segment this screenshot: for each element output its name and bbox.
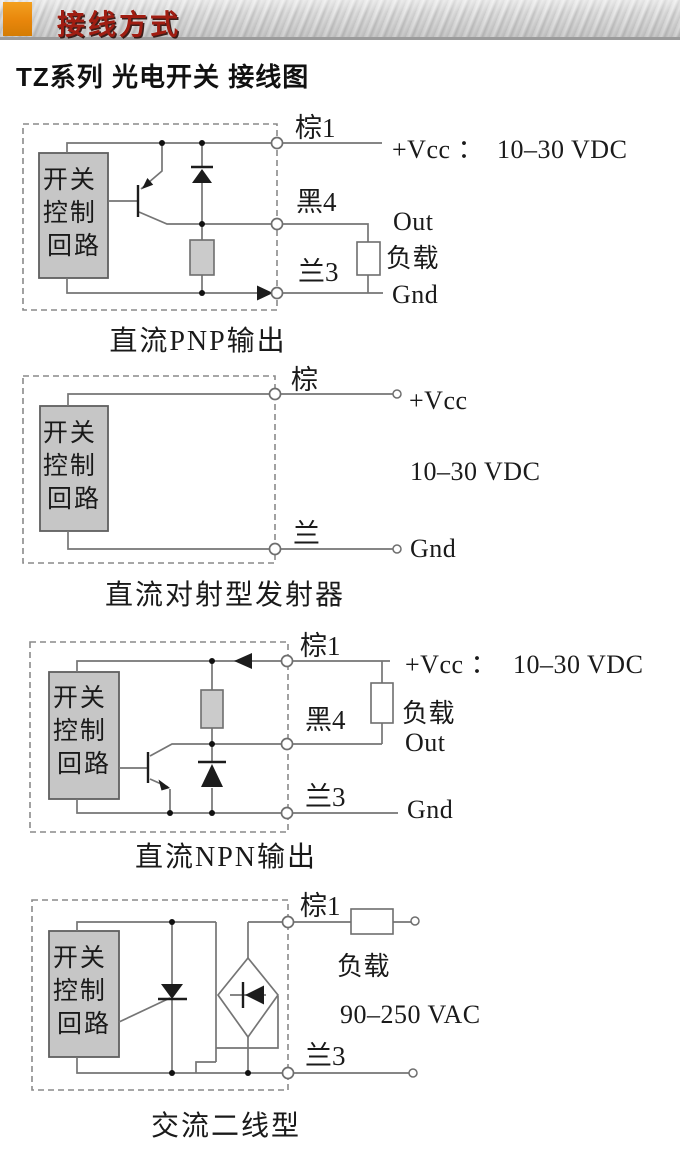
diode-triangle xyxy=(201,764,223,787)
control-box-label: 开关 控制 回路 xyxy=(43,419,105,513)
wire-label-blue: 兰3 xyxy=(298,257,339,287)
voltage-range-label: 10–30 VDC xyxy=(497,135,627,164)
junction-dots xyxy=(167,658,215,816)
load-resistor xyxy=(350,908,394,935)
wire-label-blue: 兰3 xyxy=(305,782,346,812)
load-resistor xyxy=(356,241,381,276)
switch-control-circuit-box xyxy=(38,152,109,279)
switch-control-circuit-box xyxy=(39,405,109,532)
bridge-rectifier-diamond xyxy=(216,956,280,1039)
vcc-label: +Vcc xyxy=(409,386,468,415)
terminal-circles xyxy=(281,915,295,1080)
wire-end-circles xyxy=(392,389,402,554)
diagram-caption: 直流PNP输出 xyxy=(109,325,286,357)
diagram-dc-through-beam-emitter: 开关 控制 回路 棕 兰 +Vcc 10–30 VDC Gnd 直流对射型发射器 xyxy=(22,365,540,611)
wire-label-black: 黑4 xyxy=(305,705,346,735)
supply-line-arrow xyxy=(234,653,252,669)
voltage-range-label: 10–30 VDC xyxy=(513,650,643,679)
scr-thyristor-triangle xyxy=(161,984,183,999)
terminal-circles xyxy=(280,654,294,820)
wire-label-brown: 棕1 xyxy=(295,113,336,143)
wire-label-brown: 棕1 xyxy=(300,631,341,661)
gnd-line-arrow xyxy=(257,285,273,301)
wire-label-blue: 兰3 xyxy=(305,1041,346,1071)
load-label: 负载 xyxy=(402,699,455,728)
voltage-range-label: 90–250 VAC xyxy=(340,1000,481,1029)
diagram-ac-two-wire: 开关 控制 回路 棕1 兰3 负载 9 xyxy=(31,891,481,1142)
circuit-wires xyxy=(67,393,393,550)
page-title: 接线方式 xyxy=(57,9,182,40)
diagram-subtitle: TZ系列 光电开关 接线图 xyxy=(16,62,310,92)
circuit-wires xyxy=(76,921,411,1074)
header-accent-block xyxy=(3,2,32,36)
diagram-caption: 直流NPN输出 xyxy=(135,841,317,873)
diagram-caption: 交流二线型 xyxy=(151,1110,301,1142)
control-box-label: 开关 控制 回路 xyxy=(53,944,115,1038)
junction-dots xyxy=(159,140,205,296)
gnd-label: Gnd xyxy=(410,534,456,563)
wire-end-circles xyxy=(408,916,420,1078)
vcc-label: +Vcc ： xyxy=(405,650,497,679)
load-resistor xyxy=(370,682,394,724)
control-box-label: 开关 控制 回路 xyxy=(43,166,105,260)
pnp-emitter-arrow xyxy=(142,178,154,189)
out-label: Out xyxy=(393,207,434,236)
circuit-wires xyxy=(66,142,383,294)
internal-resistor xyxy=(200,689,224,729)
voltage-range-label: 10–30 VDC xyxy=(410,457,540,486)
terminal-circles xyxy=(270,136,284,300)
load-label: 负载 xyxy=(337,952,390,981)
vcc-label: +Vcc ： xyxy=(392,135,484,164)
npn-emitter-arrow xyxy=(158,779,170,791)
diagram-dc-npn-output: 开关 控制 回路 棕1 黑4 兰3 +Vcc ： 10 xyxy=(29,631,643,873)
diagram-dc-pnp-output: 开关 控制 回路 棕1 黑4 兰3 +Vcc ： 10 xyxy=(22,113,627,357)
out-label: Out xyxy=(405,728,446,757)
diode-triangle xyxy=(192,169,212,183)
header-band: 接线方式 xyxy=(0,0,680,40)
bridge-diode-triangle xyxy=(245,985,264,1005)
circuit-wires xyxy=(76,660,398,814)
gnd-label: Gnd xyxy=(407,795,453,824)
control-box-label: 开关 控制 回路 xyxy=(53,684,115,778)
wire-label-brown: 棕 xyxy=(291,365,318,395)
wire-label-brown: 棕1 xyxy=(300,891,341,921)
load-label: 负载 xyxy=(386,244,439,273)
switch-control-circuit-box xyxy=(48,671,120,800)
sensor-enclosure-dashed-box xyxy=(22,375,276,564)
terminal-circles xyxy=(268,387,282,556)
wire-label-black: 黑4 xyxy=(296,187,337,217)
switch-control-circuit-box xyxy=(48,930,120,1058)
internal-resistor xyxy=(189,239,215,276)
sensor-enclosure-dashed-box xyxy=(31,899,289,1091)
wire-label-blue: 兰 xyxy=(293,519,320,549)
sensor-enclosure-dashed-box xyxy=(29,641,289,833)
gnd-label: Gnd xyxy=(392,280,438,309)
diagram-caption: 直流对射型发射器 xyxy=(105,579,345,611)
junction-dots xyxy=(169,919,251,1076)
